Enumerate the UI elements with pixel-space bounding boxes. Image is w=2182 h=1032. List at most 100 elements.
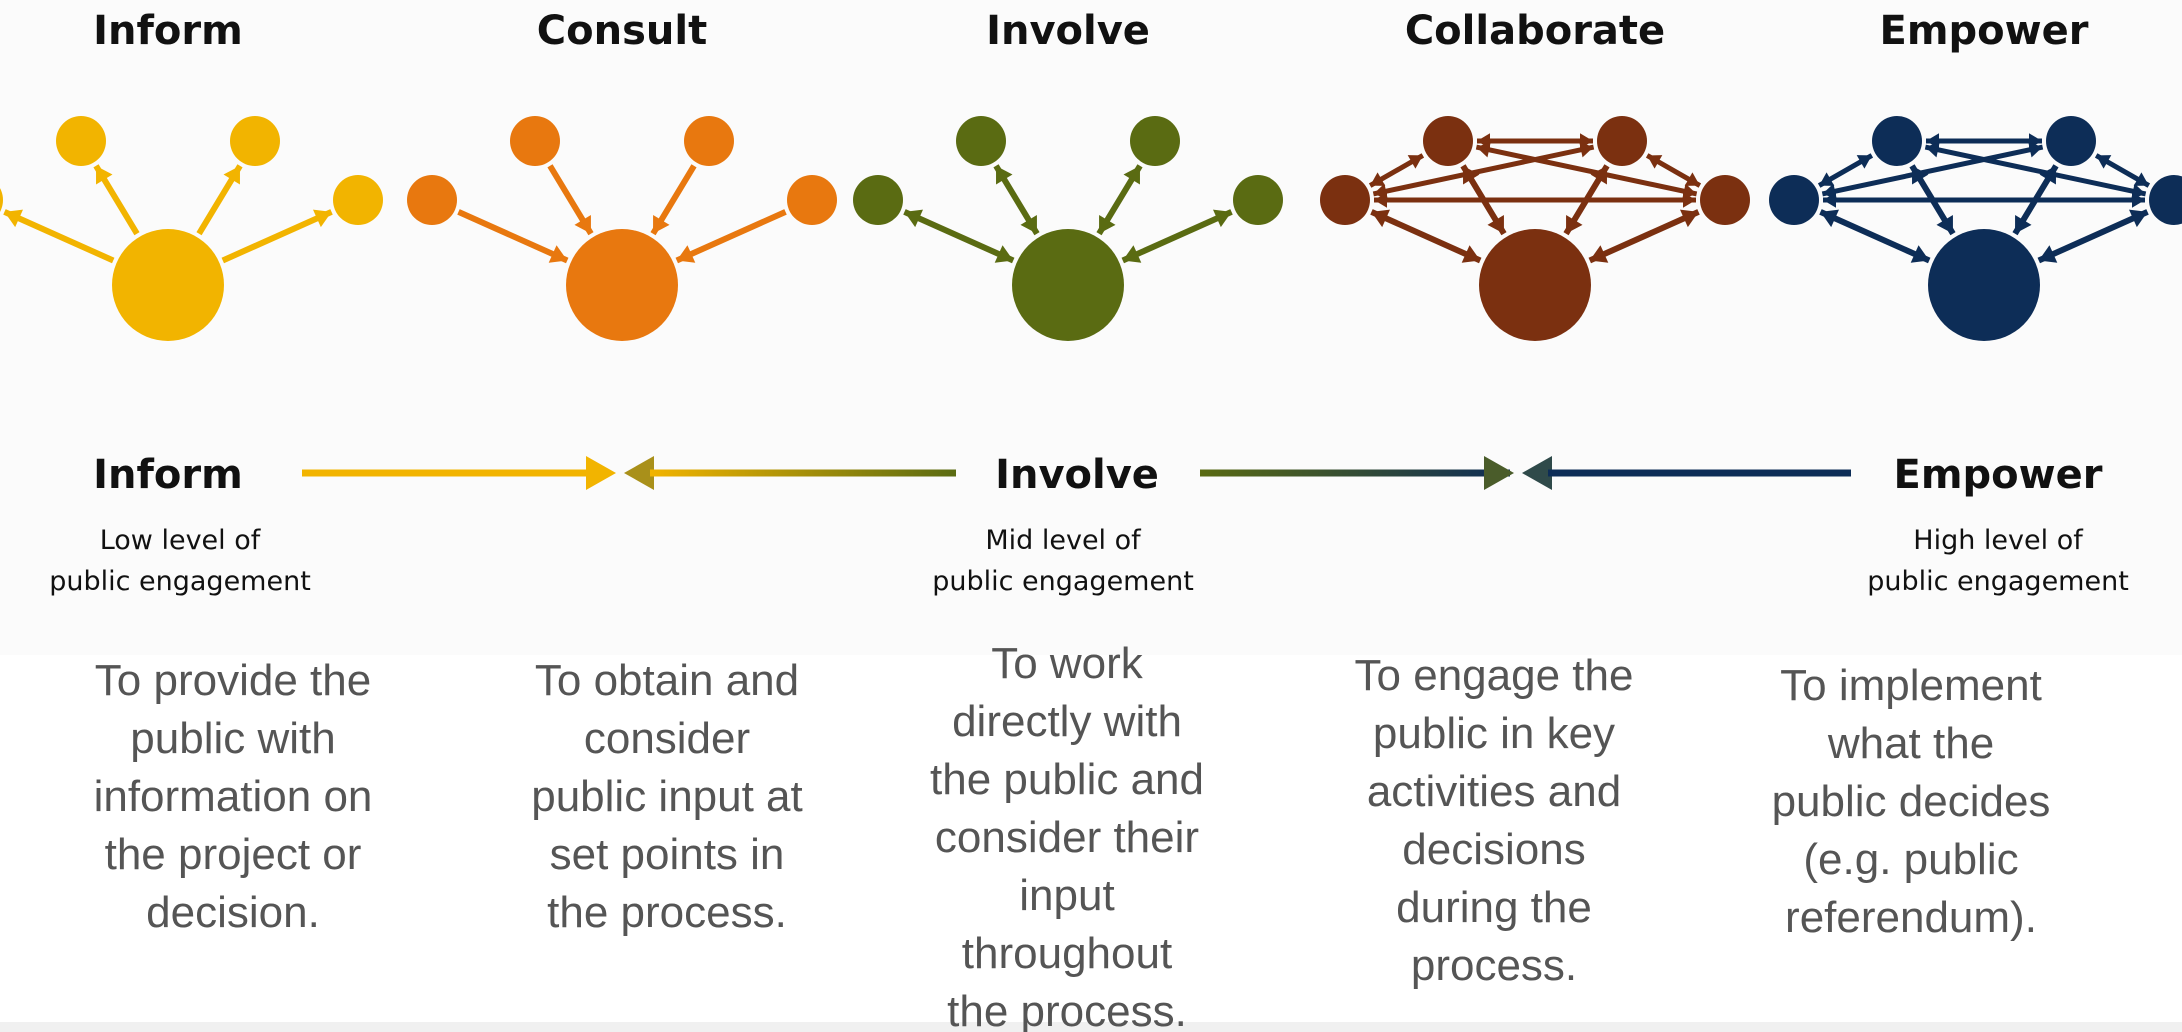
- network-arrow-4-head-start: [1822, 183, 1837, 199]
- hub-arrow-0: [1819, 209, 1931, 264]
- hub-arrow-3-head-end: [2129, 209, 2148, 228]
- hub-arrow-3-head-end: [1680, 209, 1699, 228]
- hub-arrow-0: [457, 209, 569, 264]
- hub-arrow-1-head-end: [995, 165, 1013, 185]
- description-line: To implement: [1780, 661, 2042, 710]
- scale-arrowhead-inform-right: [586, 456, 616, 490]
- consult-feedback-icon: [407, 116, 837, 341]
- satellite-circle: [2149, 175, 2182, 225]
- level-title-collaborate: Collaborate: [1405, 8, 1665, 54]
- satellite-circle: [0, 188, 3, 212]
- satellite-circle: [2046, 116, 2096, 166]
- scale-mid-sub1: Mid level of: [985, 525, 1142, 556]
- satellite-circle: [333, 175, 383, 225]
- network-arrow-4: [1821, 144, 2044, 197]
- hub-arrow-2-head-end: [1123, 165, 1141, 185]
- satellite-circle: [1423, 116, 1473, 166]
- network-arrow-5: [1475, 144, 1698, 197]
- hub-circle: [1012, 229, 1124, 341]
- hub-circle: [1479, 229, 1591, 341]
- network-arrow-2-head-end: [1684, 172, 1700, 186]
- description-line: the process.: [947, 987, 1187, 1032]
- description-line: directly with: [952, 697, 1182, 746]
- description-line: the project or: [105, 830, 362, 879]
- description-line: throughout: [962, 929, 1172, 978]
- hub-arrow-0-head-start: [1461, 245, 1481, 263]
- satellite-circle: [684, 116, 734, 166]
- description-line: information on: [94, 772, 373, 821]
- inform-broadcast-icon: [0, 116, 383, 341]
- scale-low-sub1: Low level of: [100, 525, 262, 556]
- hub-arrow-2-head-start: [653, 214, 670, 234]
- hub-arrow-3: [221, 209, 333, 264]
- description-line: (e.g. public: [1803, 835, 2018, 884]
- satellite-circle: [853, 175, 903, 225]
- hub-circle: [112, 229, 224, 341]
- satellite-circle: [1597, 116, 1647, 166]
- description-line: the public and: [930, 755, 1204, 804]
- satellite-circle: [787, 175, 837, 225]
- hub-arrow-3-head-start: [676, 245, 696, 263]
- bottom-strip: [0, 1022, 2182, 1032]
- hub-arrow-3-head-start: [1122, 245, 1142, 263]
- satellite-circle: [1233, 175, 1283, 225]
- satellite-circle: [56, 116, 106, 166]
- hub-arrow-0-head-start: [1910, 245, 1930, 263]
- satellite-circle: [1872, 116, 1922, 166]
- satellite-circle: [230, 116, 280, 166]
- scale-arrowhead-involve-left: [624, 456, 654, 490]
- scale-arrowhead-empower-left: [1522, 456, 1552, 490]
- network-arrow-5-head-start: [1925, 142, 1940, 158]
- description-line: input: [1019, 871, 1114, 920]
- network-arrow-5-head-end: [1682, 183, 1697, 199]
- description-line: To work: [991, 639, 1144, 688]
- hub-arrow-3: [1588, 209, 1700, 264]
- level-descriptions: To provide the public with information on t…: [94, 639, 2051, 1032]
- description-line: public decides: [1772, 777, 2051, 826]
- hub-arrow-3-head-end: [1213, 209, 1232, 228]
- satellite-circle: [1769, 175, 1819, 225]
- hub-arrow-0: [1370, 209, 1482, 264]
- satellite-circle: [956, 116, 1006, 166]
- description-line: activities and: [1367, 767, 1621, 816]
- scale-line-involve-left: [650, 469, 956, 477]
- hub-arrow-2-head-start: [1099, 214, 1116, 234]
- scale-high-sub2: public engagement: [1867, 566, 2129, 597]
- hub-arrow-0-head-start: [994, 245, 1014, 263]
- hub-circle: [1928, 229, 2040, 341]
- description-line: consider their: [935, 813, 1199, 862]
- hub-arrow-3: [675, 209, 787, 264]
- network-arrow-0-head-start: [1819, 172, 1835, 186]
- level-title-involve: Involve: [986, 8, 1150, 54]
- description-line: set points in: [550, 830, 785, 879]
- scale-low-label: Inform: [93, 452, 243, 498]
- hub-arrow-1-head-start: [1020, 214, 1037, 234]
- description-line: the process.: [547, 888, 787, 937]
- satellite-circle: [510, 116, 560, 166]
- description-line: To engage the: [1355, 651, 1634, 700]
- hub-arrow-0-head-end: [1820, 209, 1839, 228]
- scale-line-involve-right: [1200, 469, 1510, 477]
- description-line: public in key: [1373, 709, 1615, 758]
- empower-network-icon: [1769, 116, 2182, 341]
- hub-arrow-2-head-start: [2015, 214, 2032, 234]
- network-arrow-0-head-end: [1407, 155, 1423, 169]
- scale-low-sub2: public engagement: [49, 566, 311, 597]
- network-arrow-5-head-end: [2131, 183, 2146, 199]
- description-line: To provide the: [95, 656, 371, 705]
- description-line: public with: [130, 714, 335, 763]
- description-line: referendum).: [1785, 893, 2037, 942]
- scale-high-label: Empower: [1894, 452, 2103, 498]
- network-arrow-0-head-start: [1370, 172, 1386, 186]
- description-involve: To work directly with the public and consid…: [930, 639, 1204, 1032]
- satellite-circle: [1320, 175, 1370, 225]
- hub-arrow-3-head-start: [1589, 245, 1609, 263]
- scale-mid-label: Involve: [995, 452, 1159, 498]
- description-inform: To provide the public with information on t…: [94, 656, 373, 937]
- description-line: process.: [1411, 941, 1577, 990]
- hub-circle: [566, 229, 678, 341]
- description-line: decisions: [1402, 825, 1585, 874]
- hub-arrow-2-head-end: [223, 165, 241, 185]
